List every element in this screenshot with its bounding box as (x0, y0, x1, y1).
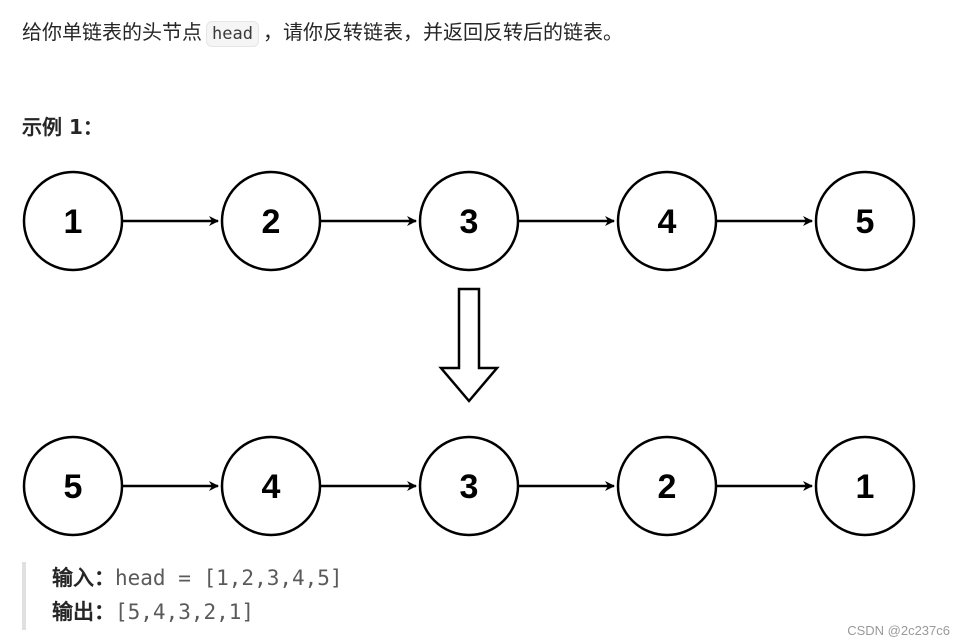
csdn-watermark: CSDN @2c237c6 (847, 623, 950, 638)
top-node-1: 1 (22, 170, 124, 272)
bottom-node-4-label: 2 (658, 468, 677, 506)
problem-intro-after: ，请你反转链表，并返回反转后的链表。 (262, 20, 623, 44)
top-node-2-label: 2 (262, 203, 281, 241)
example-blockquote-bar (22, 562, 26, 630)
top-node-1-label: 1 (64, 203, 83, 241)
top-node-2: 2 (220, 170, 322, 272)
bottom-node-1-label: 5 (64, 468, 83, 506)
top-node-4-label: 4 (658, 203, 677, 241)
bottom-node-5-label: 1 (856, 468, 875, 506)
top-node-4: 4 (616, 170, 718, 272)
bottom-node-5: 1 (814, 435, 916, 537)
example-output: 输出：[5,4,3,2,1] (52, 597, 254, 627)
top-node-3: 3 (418, 170, 520, 272)
bottom-node-4: 2 (616, 435, 718, 537)
top-node-3-label: 3 (460, 203, 479, 241)
example-title: 示例 1： (22, 115, 103, 139)
bottom-node-3: 3 (418, 435, 520, 537)
output-value: [5,4,3,2,1] (115, 600, 255, 624)
inline-code-head: head (206, 21, 259, 47)
top-node-5-label: 5 (856, 203, 875, 241)
reverse-down-arrow-icon (438, 287, 500, 403)
bottom-node-2: 4 (220, 435, 322, 537)
example-input: 输入：head = [1,2,3,4,5] (52, 563, 343, 593)
top-node-5: 5 (814, 170, 916, 272)
input-value: head = [1,2,3,4,5] (115, 566, 343, 590)
problem-intro-before: 给你单链表的头节点 (22, 20, 202, 44)
bottom-node-3-label: 3 (460, 468, 479, 506)
output-label: 输出： (52, 600, 115, 624)
bottom-node-2-label: 4 (262, 468, 281, 506)
bottom-node-1: 5 (22, 435, 124, 537)
input-label: 输入： (52, 566, 115, 590)
linked-list-diagram: 1 2 3 4 5 5 4 3 2 1 (22, 170, 916, 537)
